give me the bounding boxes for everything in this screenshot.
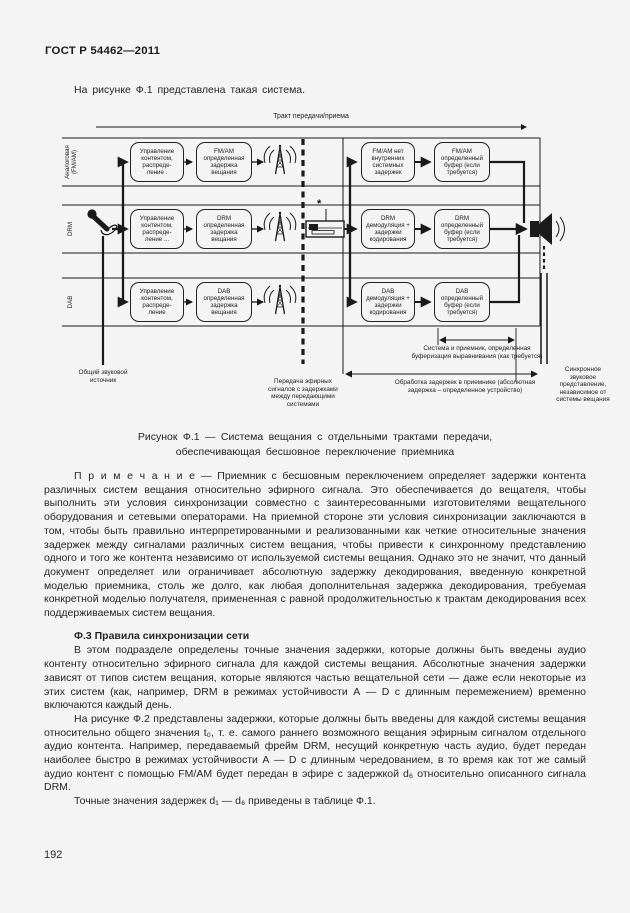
sync-output-label: Синхронное звуковое представление, незав… [556, 366, 610, 404]
tx-control-box-drm: Управление контентом, распреде- ление ..… [130, 209, 184, 249]
track-label: Тракт передачи/приема [273, 113, 349, 120]
section-para1: В этом подразделе определены точные знач… [44, 644, 586, 712]
processing-label: Обработка задержек в приемнике (абсолютн… [394, 379, 536, 394]
row-label-analog: Аналоговая (FM/AM) [63, 145, 78, 179]
tx-delay-box-fmam: FM/AM определенная задержка вещания [196, 142, 252, 182]
section-heading: Ф.3 Правила синхронизации сети [74, 629, 250, 642]
section-para3: Точные значения задержек d₁ — d₆ приведе… [74, 795, 376, 808]
note-text: — Приемник с бесшовным переключением опр… [44, 470, 586, 620]
rx-buffer-box-drm: DRM определенный буфер (если требуется) [434, 209, 490, 249]
figure-f1-diagram: Тракт передачи/приема Аналоговая (FM/AM)… [56, 112, 612, 428]
antenna-icon-drm [263, 211, 297, 242]
row-grid-lines [62, 137, 540, 327]
rx-demod-box-fmam: FM/AM нет внутренних системных задержек [361, 142, 415, 182]
tx-delay-box-dab: DAB определенная задержка вещания [196, 282, 252, 322]
doc-header: ГОСТ Р 54462—2011 [45, 45, 161, 57]
row-label-drm: DRM [67, 221, 75, 237]
figure-caption-line2: обеспечивающая бесшовное переключение пр… [175, 445, 455, 458]
figure-caption-line1: Рисунок Ф.1 — Система вещания с отдельны… [137, 431, 493, 443]
body-text: П р и м е ч а н и е — Приемник с бесшовн… [44, 470, 586, 809]
antenna-icon-fmam [263, 144, 297, 175]
tx-delay-box-drm: DRM определенная задержка вещания [196, 209, 252, 249]
diagram-lines [62, 123, 565, 382]
microphone-icon [87, 209, 118, 236]
figure-caption: Рисунок Ф.1 — Система вещания с отдельны… [44, 430, 586, 459]
rx-buffer-box-fmam: FM/AM определенный буфер (если требуется… [434, 142, 490, 182]
tx-control-box-fmam: Управление контентом, распреде- ление . [130, 142, 184, 182]
source-label: Общий звуковой источник [78, 369, 128, 384]
tx-control-box-dab: Управление контентом, распреде- ление [130, 282, 184, 322]
rx-buffer-box-dab: DAB определенный буфер (если требуется) [434, 282, 490, 322]
note-paragraph: П р и м е ч а н и е — Приемник с бесшовн… [44, 470, 586, 621]
speaker-icon [530, 213, 565, 245]
section-para2: На рисунке Ф.2 представлены задержки, ко… [44, 712, 586, 794]
receiver-icon [305, 209, 345, 238]
rx-demod-box-dab: DAB демодуляция + задержки кодирования [361, 282, 415, 322]
row-label-dab: DAB [67, 295, 75, 309]
note-label: П р и м е ч а н и е [74, 470, 196, 482]
rx-demod-box-drm: DRM демодуляция + задержки кодирования [361, 209, 415, 249]
air-transfer-label: Передача эфирных сигналов с задержками м… [268, 378, 338, 408]
antenna-icon-dab [263, 284, 297, 315]
intro-paragraph: На рисунке Ф.1 представлена такая систем… [74, 84, 306, 96]
page-number: 192 [44, 849, 63, 861]
receiver-antenna-mark: * [317, 198, 322, 210]
buffering-label: Система и приемник, определенная буфериз… [411, 345, 543, 360]
sync-output-lines [540, 273, 548, 364]
